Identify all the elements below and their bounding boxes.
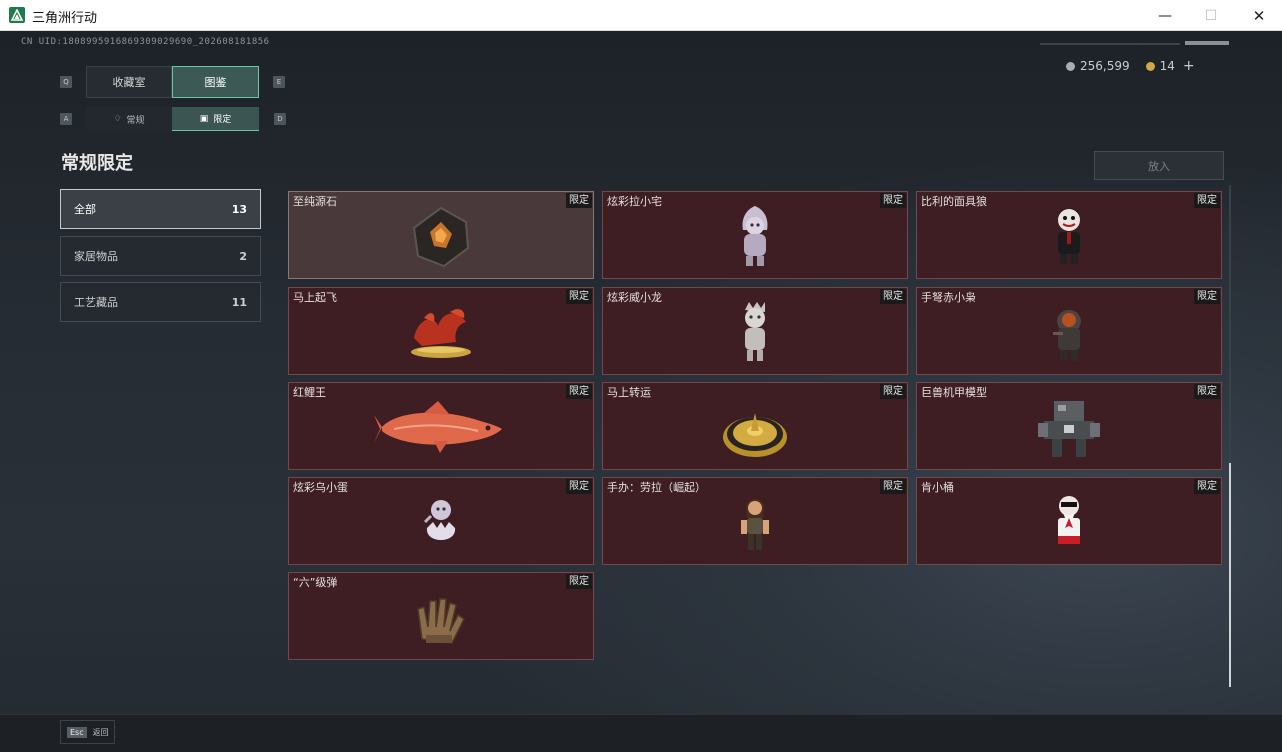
category-count: 11 — [231, 295, 247, 309]
subtab-limited[interactable]: ▣ 限定 — [172, 107, 259, 131]
title-bar: 三角洲行动 — ☐ ✕ — [0, 0, 1282, 31]
flame-icon: ♢ — [113, 114, 122, 124]
item-card[interactable]: 马上起飞 限定 — [288, 287, 594, 375]
item-name: 炫彩乌小蛋 — [293, 481, 348, 494]
top-decoration — [1040, 43, 1180, 45]
item-name: 手办：劳拉（崛起） — [607, 481, 706, 494]
key-hint-q: Q — [60, 76, 72, 88]
category-label: 全部 — [74, 203, 96, 216]
ghost-figure-icon — [742, 206, 768, 266]
limited-tag: 限定 — [1194, 289, 1220, 304]
limited-tag: 限定 — [1194, 479, 1220, 494]
key-hint-e: E — [273, 76, 285, 88]
item-name: 马上起飞 — [293, 291, 337, 304]
lara-figure-icon — [741, 499, 769, 550]
minimize-button[interactable]: — — [1158, 7, 1172, 24]
item-card[interactable]: 肯小桶 限定 — [916, 477, 1222, 565]
item-card[interactable]: 炫彩拉小宅 限定 — [602, 191, 908, 279]
item-name: 肯小桶 — [921, 481, 954, 494]
hooded-figure-icon — [1053, 310, 1081, 361]
back-label: 返回 — [92, 727, 109, 737]
limited-tag: 限定 — [880, 479, 906, 494]
limited-tag: 限定 — [566, 193, 592, 208]
horse-icon — [411, 309, 471, 358]
category-label: 工艺藏品 — [74, 296, 118, 309]
subtab-normal[interactable]: ♢ 常规 — [86, 107, 172, 131]
egg-icon — [423, 500, 456, 540]
limited-tag: 限定 — [566, 574, 592, 589]
coin-icon — [1066, 61, 1075, 71]
scrollbar-thumb[interactable] — [1229, 463, 1231, 687]
esc-key-hint: Esc — [67, 726, 87, 738]
item-card[interactable]: 手弩赤小枭 限定 — [916, 287, 1222, 375]
item-name: 马上转运 — [607, 386, 651, 399]
close-button[interactable]: ✕ — [1252, 6, 1266, 25]
item-card[interactable]: 比利的面具狼 限定 — [916, 191, 1222, 279]
item-card[interactable]: 红鲤王 限定 — [288, 382, 594, 470]
key-hint-a: A — [60, 113, 72, 125]
item-name: 巨兽机甲模型 — [921, 386, 987, 399]
dragon-figure-icon — [745, 302, 765, 361]
window-title: 三角洲行动 — [32, 11, 98, 26]
item-card[interactable]: 巨兽机甲模型 限定 — [916, 382, 1222, 470]
add-currency-button[interactable]: + — [1182, 58, 1195, 74]
item-card[interactable]: 马上转运 限定 — [602, 382, 908, 470]
limited-tag: 限定 — [566, 479, 592, 494]
game-viewport: CN UID:1808995916869309029690_2026081818… — [0, 31, 1282, 752]
maximize-button[interactable]: ☐ — [1204, 7, 1218, 24]
subtab-normal-label: 常规 — [126, 115, 145, 126]
currency-bar: 256,599 14 + — [1066, 58, 1195, 74]
compass-icon — [723, 413, 787, 457]
item-card[interactable]: 炫彩乌小蛋 限定 — [288, 477, 594, 565]
category-all[interactable]: 全部 13 — [60, 189, 261, 229]
category-home[interactable]: 家居物品 2 — [60, 236, 261, 276]
item-name: 至纯源石 — [293, 195, 337, 208]
limited-tag: 限定 — [880, 289, 906, 304]
limited-tag: 限定 — [880, 193, 906, 208]
category-craft[interactable]: 工艺藏品 11 — [60, 282, 261, 322]
puppet-figure-icon — [1058, 208, 1080, 264]
fish-icon — [374, 401, 502, 453]
limited-tag: 限定 — [1194, 193, 1220, 208]
category-label: 家居物品 — [74, 250, 118, 263]
item-name: 炫彩拉小宅 — [607, 195, 662, 208]
item-card[interactable]: 至纯源石 限定 — [288, 191, 594, 279]
item-card[interactable]: 手办：劳拉（崛起） 限定 — [602, 477, 908, 565]
category-count: 2 — [239, 249, 247, 263]
subtab-limited-label: 限定 — [213, 115, 232, 125]
coin-amount: 256,599 — [1080, 59, 1130, 73]
scrollbar-track[interactable] — [1229, 185, 1231, 687]
ticket-amount: 14 — [1159, 59, 1175, 73]
limited-tag: 限定 — [1194, 384, 1220, 399]
limited-tag: 限定 — [566, 384, 592, 399]
limited-tag: 限定 — [566, 289, 592, 304]
item-name: 红鲤王 — [293, 386, 326, 399]
item-name: 手弩赤小枭 — [921, 291, 976, 304]
limited-tag: 限定 — [880, 384, 906, 399]
tab-collection[interactable]: 收藏室 — [86, 66, 172, 98]
footer-bar: Esc 返回 — [0, 714, 1282, 752]
colonel-figure-icon — [1058, 496, 1080, 544]
category-count: 13 — [231, 202, 247, 216]
item-name: “六”级弹 — [293, 576, 338, 589]
item-name: 炫彩威小龙 — [607, 291, 662, 304]
put-in-button[interactable]: 放入 — [1094, 151, 1224, 180]
app-logo-icon — [9, 7, 25, 23]
key-hint-d: D — [274, 113, 286, 125]
hand-icon — [417, 598, 465, 644]
item-name: 比利的面具狼 — [921, 195, 987, 208]
mech-icon — [1038, 401, 1100, 457]
ticket-icon — [1145, 61, 1155, 71]
item-card[interactable]: “六”级弹 限定 — [288, 572, 594, 660]
page-title: 常规限定 — [61, 153, 133, 174]
back-button[interactable]: Esc 返回 — [60, 720, 115, 744]
gem-icon — [412, 206, 470, 268]
top-decoration — [1185, 41, 1229, 45]
limited-icon: ▣ — [199, 113, 209, 124]
tab-atlas[interactable]: 图鉴 — [172, 66, 259, 98]
item-card[interactable]: 炫彩威小龙 限定 — [602, 287, 908, 375]
uid-label: CN UID:1808995916869309029690_2026081818… — [21, 37, 270, 47]
